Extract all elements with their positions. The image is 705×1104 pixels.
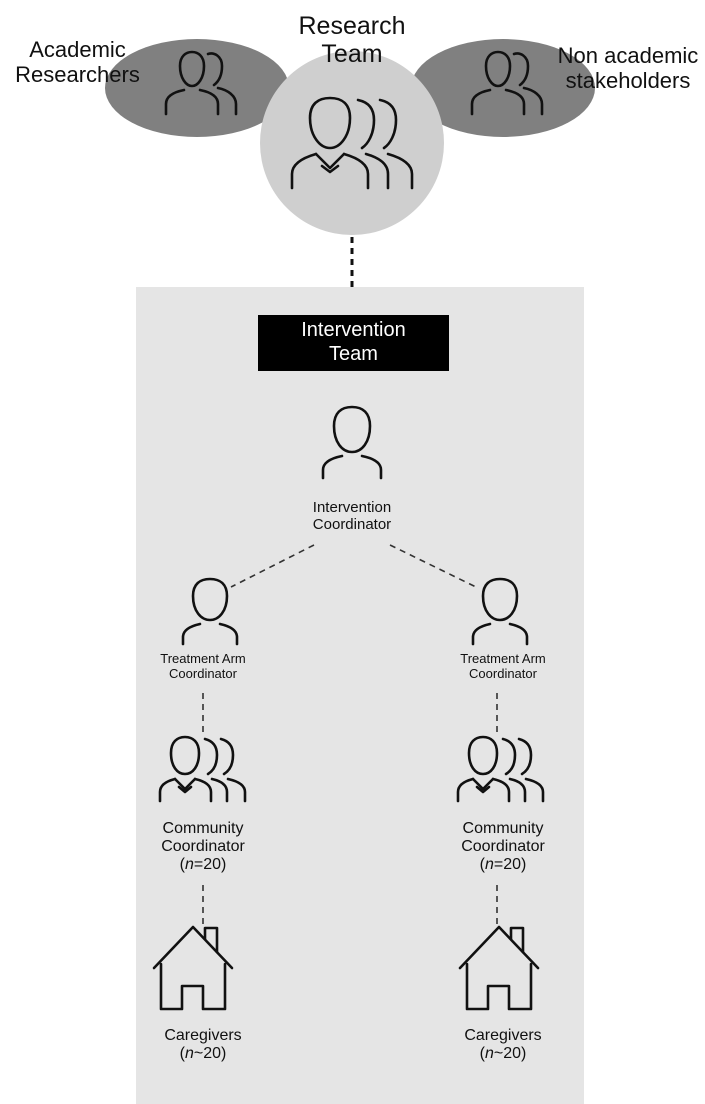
right-caregivers-n-label: (n~20) — [479, 1044, 527, 1062]
research-team-circle — [260, 51, 444, 235]
stakeholders-people-icon — [470, 50, 544, 116]
research-team-label: Research Team — [298, 12, 406, 68]
left-community-n-label: (n=20) — [179, 855, 227, 873]
non-academic-stakeholders-label: Non academic stakeholders — [557, 43, 699, 93]
right-treatment-arm-person-icon — [471, 577, 529, 646]
intervention-panel — [136, 287, 584, 1104]
academic-people-icon — [164, 50, 238, 116]
connector-coordinator-right — [389, 544, 477, 588]
intervention-coordinator-person-icon — [321, 405, 383, 480]
research-team-group-icon — [290, 96, 414, 190]
right-community-group-icon — [456, 735, 545, 803]
non-academic-stakeholders-ellipse — [411, 39, 595, 137]
left-treatment-arm-person-icon — [181, 577, 239, 646]
left-caregivers-label: Caregivers (n~20) — [133, 1027, 273, 1063]
research-cluster-shapes — [105, 39, 595, 235]
left-community-group-icon — [158, 735, 247, 803]
right-caregivers-label: Caregivers (n~20) — [433, 1027, 573, 1063]
research-connector — [350, 237, 354, 287]
right-caregivers-house-icon — [458, 925, 540, 1011]
intervention-coordinator-label: Intervention Coordinator — [312, 499, 392, 533]
academic-researchers-label: Academic Researchers — [15, 37, 140, 87]
connector-coordinator-left — [230, 544, 315, 588]
right-treatment-arm-coordinator-label: Treatment Arm Coordinator — [460, 651, 546, 681]
left-caregivers-n-label: (n~20) — [179, 1044, 227, 1062]
left-treatment-arm-coordinator-label: Treatment Arm Coordinator — [160, 651, 246, 681]
right-community-n-label: (n=20) — [479, 855, 527, 873]
intervention-team-badge: Intervention Team — [258, 315, 449, 371]
academic-researchers-ellipse — [105, 39, 289, 137]
left-community-coordinator-label: Community Coordinator (n=20) — [133, 820, 273, 874]
right-community-coordinator-label: Community Coordinator (n=20) — [433, 820, 573, 874]
left-caregivers-house-icon — [152, 925, 234, 1011]
